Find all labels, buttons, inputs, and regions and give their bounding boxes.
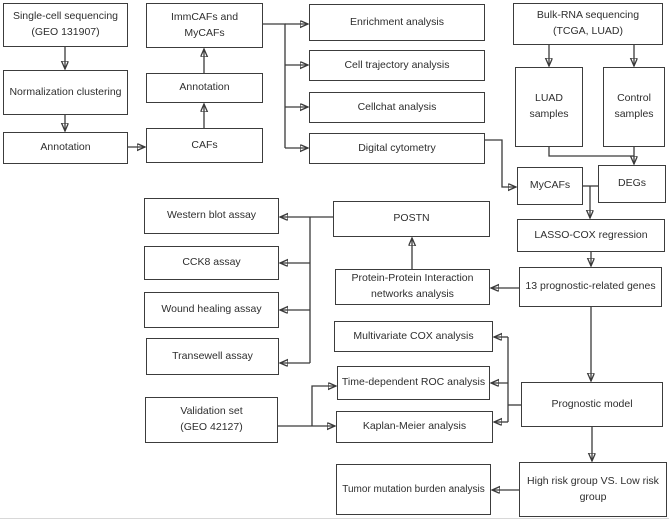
- node-ppi-networks-analysis: Protein-Protein Interaction networks ana…: [335, 269, 490, 305]
- node-single-cell-seq: Single-cell sequencing (GEO 131907): [3, 3, 128, 47]
- node-kaplan-meier-analysis: Kaplan-Meier analysis: [336, 411, 493, 443]
- arrow-validation-to-timeroc: [311, 386, 336, 426]
- arrow-digitalcytometry-to-mycafs: [485, 139, 516, 187]
- node-bulk-rna-seq: Bulk-RNA sequencing (TCGA, LUAD): [513, 3, 663, 45]
- trunk-immcafs-branch: [263, 23, 286, 148]
- node-mycafs: MyCAFs: [517, 167, 583, 205]
- node-tumor-mutation-burden-analysis: Tumor mutation burden analysis: [336, 464, 491, 515]
- node-annotation-2: Annotation: [146, 73, 263, 103]
- node-degs: DEGs: [598, 165, 666, 203]
- node-wound-healing-assay: Wound healing assay: [144, 292, 279, 328]
- node-annotation-1: Annotation: [3, 132, 128, 164]
- node-multivariate-cox-analysis: Multivariate COX analysis: [334, 321, 493, 352]
- node-transewell-assay: Transewell assay: [146, 338, 279, 375]
- node-prognostic-model: Prognostic model: [521, 382, 663, 427]
- trunk-luad-join: [548, 147, 634, 157]
- node-digital-cytometry: Digital cytometry: [309, 133, 485, 164]
- node-control-samples: Control samples: [603, 67, 665, 147]
- node-time-dependent-roc-analysis: Time-dependent ROC analysis: [337, 366, 490, 400]
- node-luad-samples: LUAD samples: [515, 67, 583, 147]
- node-enrichment-analysis: Enrichment analysis: [309, 4, 485, 41]
- node-normalization-clustering: Normalization clustering: [3, 70, 128, 115]
- node-cafs: CAFs: [146, 128, 263, 163]
- node-immcafs-and-mycafs: ImmCAFs and MyCAFs: [146, 3, 263, 48]
- node-cell-trajectory-analysis: Cell trajectory analysis: [309, 50, 485, 81]
- node-postn: POSTN: [333, 201, 490, 237]
- node-validation-set: Validation set (GEO 42127): [145, 397, 278, 443]
- node-cck8-assay: CCK8 assay: [144, 246, 279, 280]
- node-lasso-cox-regression: LASSO-COX regression: [517, 219, 665, 252]
- node-high-vs-low-risk-group: High risk group VS. Low risk group: [519, 462, 667, 517]
- node-western-blot-assay: Western blot assay: [144, 198, 279, 234]
- node-cellchat-analysis: Cellchat analysis: [309, 92, 485, 123]
- node-prognostic-genes: 13 prognostic-related genes: [519, 267, 662, 307]
